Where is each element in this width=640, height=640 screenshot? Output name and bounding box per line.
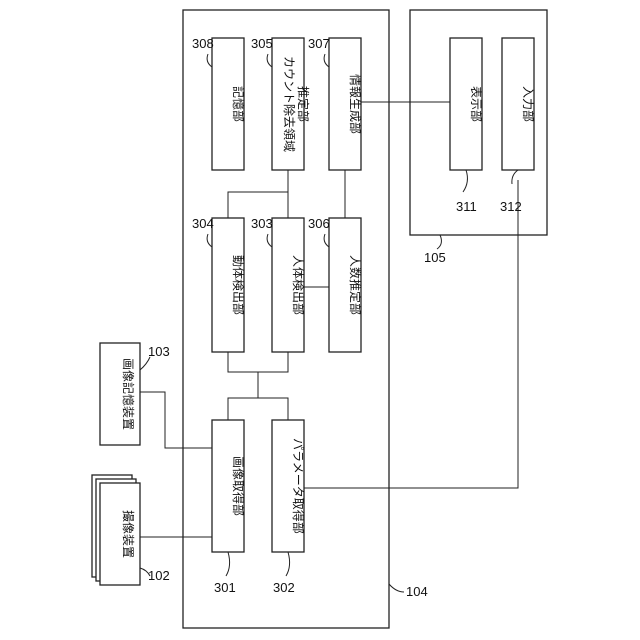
input-unit-label: 入力部 bbox=[521, 86, 536, 122]
imaging-device-label: 撮像装置 bbox=[121, 510, 135, 558]
ref-103: 103 bbox=[148, 344, 170, 359]
count-exclusion-label-line1: カウント除去領域 bbox=[282, 56, 297, 152]
ref-308: 308 bbox=[192, 36, 214, 51]
ref-307: 307 bbox=[308, 36, 330, 51]
ref-302: 302 bbox=[273, 580, 295, 595]
parameter-acquisition-unit-label: パラメータ取得部 bbox=[291, 438, 306, 534]
ref-306: 306 bbox=[308, 216, 330, 231]
ref-311: 311 bbox=[456, 199, 477, 214]
motion-detection-unit-label: 動体検出部 bbox=[231, 255, 246, 315]
leader-104 bbox=[389, 584, 404, 592]
display-unit-label: 表示部 bbox=[469, 86, 484, 122]
ref-304: 304 bbox=[192, 216, 214, 231]
count-exclusion-label-line2: 推定部 bbox=[296, 86, 311, 122]
human-detection-unit-label: 人体検出部 bbox=[291, 255, 306, 315]
image-storage-device-label: 画像記憶装置 bbox=[121, 358, 136, 430]
storage-unit-label: 記憶部 bbox=[231, 86, 246, 122]
ref-305: 305 bbox=[251, 36, 273, 51]
ref-105: 105 bbox=[424, 250, 446, 265]
ref-312: 312 bbox=[500, 199, 522, 214]
leader-105 bbox=[437, 235, 441, 249]
ref-104: 104 bbox=[406, 584, 428, 599]
ref-303: 303 bbox=[251, 216, 273, 231]
info-generation-unit-label: 情報生成部 bbox=[348, 74, 363, 134]
image-acquisition-unit-label: 画像取得部 bbox=[231, 456, 246, 516]
people-count-unit-label: 人数推定部 bbox=[348, 255, 363, 315]
ref-102: 102 bbox=[148, 568, 170, 583]
ref-301: 301 bbox=[214, 580, 236, 595]
